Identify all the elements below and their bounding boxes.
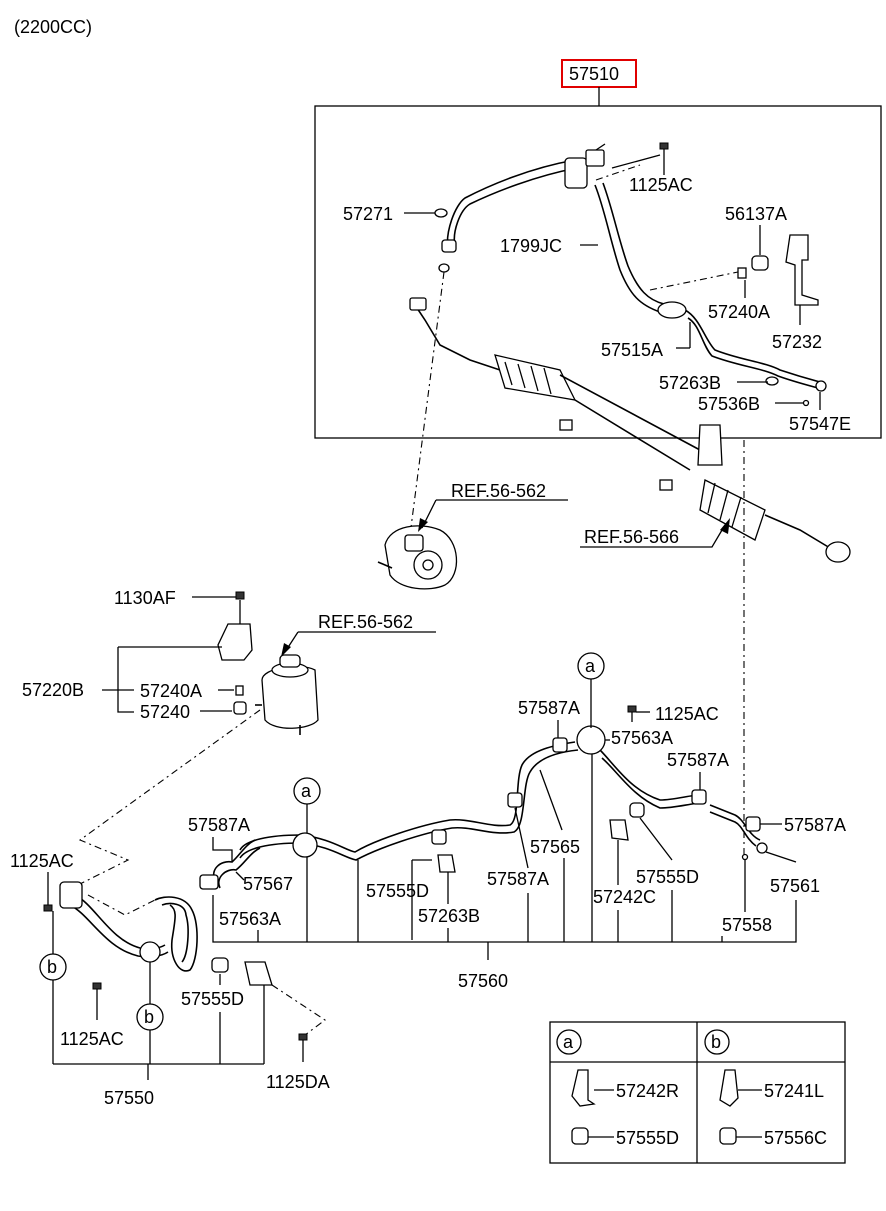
legend-table: a b 57242R 57555D 57241L 57556C	[549, 1021, 846, 1164]
grommet-57556C-icon	[719, 1127, 737, 1145]
part-57567[interactable]: 57567	[243, 874, 293, 894]
reservoir-assembly	[217, 591, 319, 735]
assembly-label[interactable]: 57510	[569, 64, 619, 84]
engine-label: (2200CC)	[14, 17, 92, 37]
part-57587A-1[interactable]: 57587A	[518, 698, 580, 718]
part-57515A[interactable]: 57515A	[601, 340, 663, 360]
part-1125AC-bot[interactable]: 1125AC	[60, 1029, 124, 1049]
part-57563A-bot[interactable]: 57563A	[219, 909, 281, 929]
legend-b-item-1[interactable]: 57241L	[764, 1081, 824, 1101]
part-57271[interactable]: 57271	[343, 204, 393, 224]
ref-pump-label[interactable]: REF.56-562	[451, 481, 546, 501]
svg-text:b: b	[711, 1032, 721, 1052]
part-57563A-top[interactable]: 57563A	[611, 728, 673, 748]
part-57547E[interactable]: 57547E	[789, 414, 851, 434]
part-1130AF[interactable]: 1130AF	[114, 588, 176, 608]
part-57555D-2[interactable]: 57555D	[636, 867, 699, 887]
legend-a-item-2[interactable]: 57555D	[616, 1128, 679, 1148]
part-57561[interactable]: 57561	[770, 876, 820, 896]
part-1125AC-mid[interactable]: 1125AC	[655, 704, 719, 724]
part-57555D-3[interactable]: 57555D	[181, 989, 244, 1009]
ref-reservoir-label[interactable]: REF.56-562	[318, 612, 413, 632]
part-57587A-4[interactable]: 57587A	[784, 815, 846, 835]
ref-gear-label[interactable]: REF.56-566	[584, 527, 679, 547]
part-1125AC-top[interactable]: 1125AC	[629, 175, 693, 195]
part-57536B[interactable]: 57536B	[698, 394, 760, 414]
callout-a-mid[interactable]: a	[293, 777, 321, 805]
part-57558[interactable]: 57558	[722, 915, 772, 935]
part-57220B[interactable]: 57220B	[22, 680, 84, 700]
grommet-57555D-icon	[571, 1127, 589, 1145]
part-57550[interactable]: 57550	[104, 1088, 154, 1108]
part-57240A-reservoir[interactable]: 57240A	[140, 681, 202, 701]
callout-b-bottom[interactable]: b	[136, 1003, 164, 1031]
legend-b-key: b	[704, 1029, 730, 1055]
power-steering-pump	[377, 525, 458, 590]
part-56137A[interactable]: 56137A	[725, 204, 787, 224]
svg-text:a: a	[585, 656, 596, 676]
part-57555D-1[interactable]: 57555D	[366, 881, 429, 901]
part-1125DA[interactable]: 1125DA	[266, 1072, 330, 1092]
clamp-57242R-icon	[571, 1069, 596, 1107]
callout-b-left[interactable]: b	[39, 953, 67, 981]
callout-a-top[interactable]: a	[577, 652, 605, 680]
part-1125AC-left[interactable]: 1125AC	[10, 851, 74, 871]
part-57263B-top[interactable]: 57263B	[659, 373, 721, 393]
part-57263B-mid[interactable]: 57263B	[418, 906, 480, 926]
bracket-57560	[212, 754, 797, 943]
part-57587A-5[interactable]: 57587A	[487, 869, 549, 889]
part-57560[interactable]: 57560	[458, 971, 508, 991]
part-57240[interactable]: 57240	[140, 702, 190, 722]
legend-a-key: a	[556, 1029, 582, 1055]
pressure-tube-shape	[594, 184, 661, 313]
legend-b-item-2[interactable]: 57556C	[764, 1128, 827, 1148]
svg-text:b: b	[47, 957, 57, 977]
part-57242C[interactable]: 57242C	[593, 887, 656, 907]
part-57232[interactable]: 57232	[772, 332, 822, 352]
cooler-assembly-57550	[59, 881, 273, 986]
svg-text:b: b	[144, 1007, 154, 1027]
part-57565[interactable]: 57565	[530, 837, 580, 857]
legend-a-item-1[interactable]: 57242R	[616, 1081, 679, 1101]
part-57587A-3[interactable]: 57587A	[188, 815, 250, 835]
part-57240A-top[interactable]: 57240A	[708, 302, 770, 322]
steering-gear-box	[409, 297, 851, 563]
return-hose-shape	[446, 159, 576, 251]
svg-text:a: a	[563, 1032, 574, 1052]
svg-text:a: a	[301, 781, 312, 801]
bracket-57232-shape	[785, 234, 819, 306]
assembly-frame	[314, 105, 882, 439]
part-1799JC[interactable]: 1799JC	[500, 236, 562, 256]
part-57587A-2[interactable]: 57587A	[667, 750, 729, 770]
clamp-57241L-icon	[719, 1069, 739, 1107]
